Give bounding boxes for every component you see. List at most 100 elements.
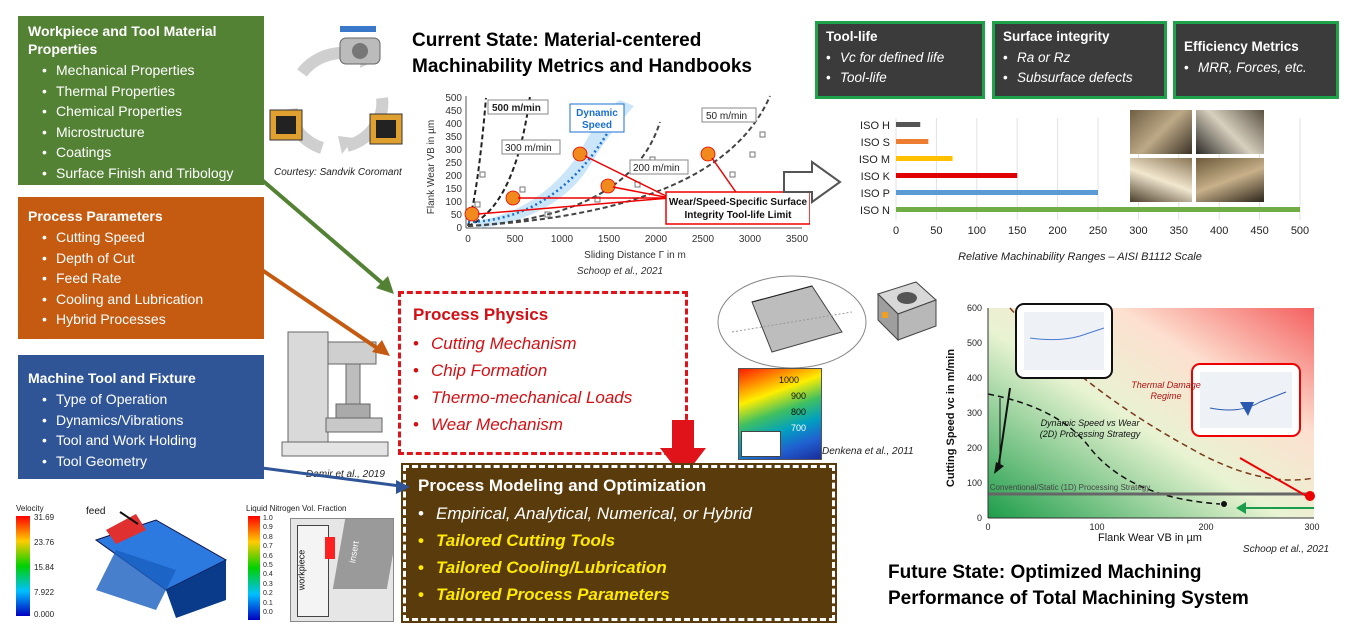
list-item: Coatings [42,142,254,163]
future-state-line1: Future State: Optimized Machining [888,562,1202,583]
colorbar-tick: 1.0 [263,515,273,522]
list-item: Feed Rate [42,268,254,289]
current-state-line1: Current State: Material-centered [412,30,702,51]
x-tick-label: 0 [465,234,471,245]
wear-chart-y-ticks: 0 50 100 150 200 250 300 350 400 450 500 [445,93,462,234]
process-physics-box: Process Physics Cutting Mechanism Chip F… [398,291,688,455]
workpiece-label: workpiece [296,549,307,591]
list-item: Chip Formation [413,357,673,384]
static-strategy-label: Conventional/Static (1D) Processing Stra… [990,483,1151,492]
x-tick-label: 150 [1008,225,1026,237]
efficiency-list: MRR, Forces, etc. [1184,58,1328,78]
list-item: Tool and Work Holding [42,430,254,451]
wear-chart-x-label: Sliding Distance Γ in m [584,250,686,261]
list-item: Tailored Process Parameters [418,581,820,608]
wear-chart-x-ticks: 0 500 1000 1500 2000 2500 3000 3500 [465,234,808,245]
colorbar-tick: 0.7 [263,543,273,551]
process-list: Cutting Speed Depth of Cut Feed Rate Coo… [28,227,254,330]
colorbar-tick: 31.69 [34,513,55,522]
down-arrow-icon [660,420,706,478]
callout-line2: Integrity Tool-life Limit [684,210,792,221]
dynamic-strategy-label-2: (2D) Processing Strategy [1040,429,1141,439]
x-tick-label: 3500 [786,234,809,245]
y-tick-label: 300 [445,145,462,156]
list-item: Mechanical Properties [42,60,254,81]
colorbar-tick: 7.922 [34,588,55,597]
machine-tool-box: Machine Tool and Fixture Type of Operati… [18,355,264,479]
list-item: Vc for defined life [826,48,974,68]
machine-tool-drawing [281,331,389,457]
future-state-heading: Future State: Optimized Machining Perfor… [888,560,1249,612]
process-physics-title: Process Physics [413,305,549,324]
x-tick-label: 1500 [598,234,621,245]
y-tick-label: 400 [967,373,982,383]
colorbar-tick: 23.76 [34,538,55,547]
x-tick-label: 50 [930,225,942,237]
tool-life-limit-marker [464,206,480,222]
tool-life-limit-marker [505,190,521,206]
list-item: Tailored Cutting Tools [418,527,820,554]
x-tick-label: 200 [1198,522,1213,532]
colorbar-tick: 0.3 [263,580,273,588]
velocity-colorbar [16,516,30,616]
category-label: ISO N [860,205,890,217]
denkena-caption: Denkena et al., 2011 [822,446,914,457]
current-state-line2: Machinability Metrics and Handbooks [412,56,752,77]
optimized-point-marker [1221,501,1227,507]
future-state-chart: 0 100 200 300 400 500 600 0 100 200 300 … [945,303,1329,555]
y-tick-label: 100 [967,478,982,488]
colorbar-tick: 0.6 [263,552,273,560]
y-tick-label: 350 [445,132,462,143]
process-physics-list: Cutting Mechanism Chip Formation Thermo-… [413,330,673,438]
colorbar-tick: 0.1 [263,599,273,607]
colorbar-tick: 0.8 [263,533,273,541]
speed-label-200: 200 m/min [633,163,680,174]
surface-integrity-list: Ra or Rz Subsurface defects [1003,48,1156,88]
y-tick-label: 400 [445,119,462,130]
right-arrow-icon [783,160,842,204]
y-tick-label: 200 [445,171,462,182]
velocity-label: Velocity [16,504,44,513]
tool-life-callout [665,191,810,225]
list-item: Tool-life [826,68,974,88]
x-tick-label: 100 [1089,522,1104,532]
tool-life-metric-box: Tool-life Vc for defined life Tool-life [815,21,985,99]
category-label: ISO K [861,171,891,183]
y-tick-label: 50 [451,210,463,221]
efficiency-metric-box: Efficiency Metrics MRR, Forces, etc. [1173,21,1339,99]
y-tick-label: 0 [977,513,982,523]
cutting-edge-geometry-sketch [717,275,867,369]
bar-iso-m [896,156,953,161]
curve-200 [467,121,661,227]
tool-life-list: Vc for defined life Tool-life [826,48,974,88]
y-tick-label: 450 [445,106,462,117]
x-tick-label: 3000 [739,234,762,245]
feed-label: feed [86,506,105,517]
current-state-heading: Current State: Material-centered Machina… [412,28,752,80]
dynamic-label-2: Speed [582,120,612,131]
y-tick-label: 200 [967,443,982,453]
list-item: Wear Mechanism [413,411,673,438]
machinability-x-label: Relative Machinability Ranges – AISI B11… [958,251,1202,263]
x-tick-label: 100 [968,225,986,237]
x-tick-label: 2500 [692,234,715,245]
category-label: ISO P [861,188,890,200]
category-label: ISO S [861,137,890,149]
wear-chart: 0 50 100 150 200 250 300 350 400 450 500… [426,93,810,277]
list-item: Depth of Cut [42,248,254,269]
process-modeling-list: Empirical, Analytical, Numerical, or Hyb… [418,500,820,608]
list-item: Subsurface defects [1003,68,1156,88]
workpiece-title-line1: Workpiece and Tool Material [28,23,217,39]
curve-dynamic [467,119,617,224]
contour-label: 800 [791,407,807,417]
y-tick-label: 500 [445,93,462,104]
tool-life-limit-marker [700,146,716,162]
category-label: ISO M [859,154,890,166]
list-item: Ra or Rz [1003,48,1156,68]
sandvik-cycle-illustration [269,26,403,154]
future-x-label: Flank Wear VB in µm [1098,532,1202,544]
thermal-label-1: Thermal Damage [1131,380,1201,390]
colorbar-tick: 0.9 [263,524,273,532]
machine-box-title: Machine Tool and Fixture [28,370,196,386]
workpiece-title-line2: Properties [28,41,98,57]
